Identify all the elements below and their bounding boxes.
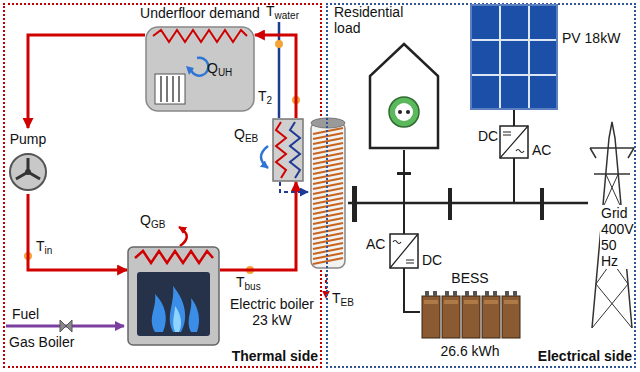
signal-label: TEB bbox=[332, 290, 354, 306]
gas-boiler-shape bbox=[127, 246, 220, 346]
pv-panel: PV 18kW bbox=[470, 4, 558, 110]
heat-flow-arrow bbox=[261, 146, 268, 168]
subscript: EB bbox=[341, 297, 354, 308]
residential-house: Residential load bbox=[368, 42, 440, 150]
bess-converter bbox=[390, 234, 418, 268]
capacity-label: 26.6 kWh bbox=[420, 343, 520, 359]
sensor-dot bbox=[275, 40, 283, 48]
node-label: PV 18kW bbox=[562, 30, 620, 46]
signal-label: Tbus bbox=[236, 274, 261, 290]
signal-label-box: Twater bbox=[266, 3, 299, 19]
node-heading-box: Residential load bbox=[334, 4, 418, 36]
bess-battery-shape bbox=[420, 288, 520, 340]
electric-boiler-shape bbox=[308, 116, 348, 272]
subscript: bus bbox=[245, 281, 261, 292]
signal-label: Fuel bbox=[12, 306, 39, 322]
heat-flow-arrow bbox=[179, 227, 187, 246]
signal-label-box: DC bbox=[478, 128, 498, 144]
region-title: Thermal side bbox=[222, 348, 318, 364]
signal-label-box: T2 bbox=[258, 88, 272, 104]
pv-converter bbox=[500, 126, 528, 158]
signal-label: QGB bbox=[140, 212, 165, 228]
region-title-box: Electrical side bbox=[524, 348, 632, 364]
signal-label-box: Tbus bbox=[236, 274, 261, 290]
heat-exchanger-shape bbox=[272, 118, 304, 182]
pipe-connector bbox=[280, 182, 308, 192]
signal-label: DC bbox=[422, 252, 442, 268]
node-label: Grid 400V 50 Hz bbox=[600, 205, 634, 269]
region-title-box: Thermal side bbox=[222, 348, 318, 364]
heat-symbol-box: QUH bbox=[207, 60, 232, 76]
signal-label: AC bbox=[366, 236, 385, 252]
heat-exchanger: QEB bbox=[272, 118, 304, 182]
node-label: Pump bbox=[8, 131, 48, 147]
residential-house-shape bbox=[368, 42, 440, 150]
subscript: 2 bbox=[267, 95, 273, 106]
node-label-box: Pump bbox=[8, 131, 48, 147]
subscript: UH bbox=[218, 67, 232, 78]
signal-label-box: QGB bbox=[140, 212, 165, 228]
signal-label-box: Tin bbox=[36, 238, 52, 254]
underfloor-tank-shape bbox=[145, 26, 255, 112]
signal-label-box: AC bbox=[366, 236, 385, 252]
heat-symbol-box: QEB bbox=[234, 126, 258, 142]
gas-boiler: Gas Boiler bbox=[127, 246, 220, 346]
node-heading: Residential load bbox=[334, 4, 418, 36]
load-wire bbox=[403, 150, 405, 203]
subscript: water bbox=[275, 10, 299, 21]
signal-label: Twater bbox=[266, 3, 299, 19]
pump: Pump bbox=[8, 128, 48, 194]
node-label: BESS bbox=[420, 270, 520, 286]
electrical-region: Electrical side Residential load PV 18kW BE… bbox=[326, 3, 636, 368]
electric-boiler: Electric boiler 23 kW bbox=[308, 116, 348, 272]
signal-label-box: DC bbox=[422, 252, 442, 268]
pv-panel-shape bbox=[470, 4, 558, 110]
node-label-box: BESS bbox=[420, 270, 520, 286]
pipe-connector bbox=[28, 35, 145, 128]
signal-label-box: TEB bbox=[332, 290, 354, 306]
signal-label: AC bbox=[532, 142, 551, 158]
subscript: EB bbox=[245, 133, 258, 144]
pipe-connector bbox=[220, 182, 296, 270]
signal-label: T2 bbox=[258, 88, 272, 104]
node-heading: Underfloor demand bbox=[132, 5, 268, 21]
fuel-valve bbox=[60, 320, 72, 332]
capacity-label-box: 26.6 kWh bbox=[420, 343, 520, 359]
region-title: Electrical side bbox=[524, 348, 632, 364]
node-label-box: PV 18kW bbox=[562, 30, 620, 46]
thermal-region: Thermal sideUnderfloor demandQUHPumpQEBE… bbox=[3, 3, 322, 368]
heat-symbol: QUH bbox=[207, 60, 232, 76]
grid-tower: Grid 400V 50 Hz bbox=[588, 118, 636, 330]
node-label: Gas Boiler bbox=[9, 334, 74, 350]
subscript: in bbox=[45, 245, 53, 256]
heat-symbol: QEB bbox=[234, 126, 258, 142]
node-heading-box: Underfloor demand bbox=[132, 5, 268, 21]
pipe-connector bbox=[255, 35, 296, 118]
signal-label-box: Fuel bbox=[12, 306, 39, 322]
subscript: GB bbox=[151, 219, 165, 230]
node-label-box: Gas Boiler bbox=[9, 334, 74, 350]
signal-label-box: AC bbox=[532, 142, 551, 158]
signal-label: Tin bbox=[36, 238, 52, 254]
node-label: Electric boiler 23 kW bbox=[222, 296, 322, 328]
pipe-connector bbox=[348, 202, 588, 205]
pipe-connector bbox=[28, 194, 127, 270]
bess-battery: BESS26.6 kWh bbox=[420, 288, 520, 340]
underfloor-tank: Underfloor demandQUH bbox=[145, 26, 255, 112]
load-breaker bbox=[397, 172, 411, 175]
node-label-box: Grid 400V 50 Hz bbox=[600, 205, 634, 269]
node-label-box: Electric boiler 23 kW bbox=[222, 296, 322, 328]
signal-label: DC bbox=[478, 128, 498, 144]
